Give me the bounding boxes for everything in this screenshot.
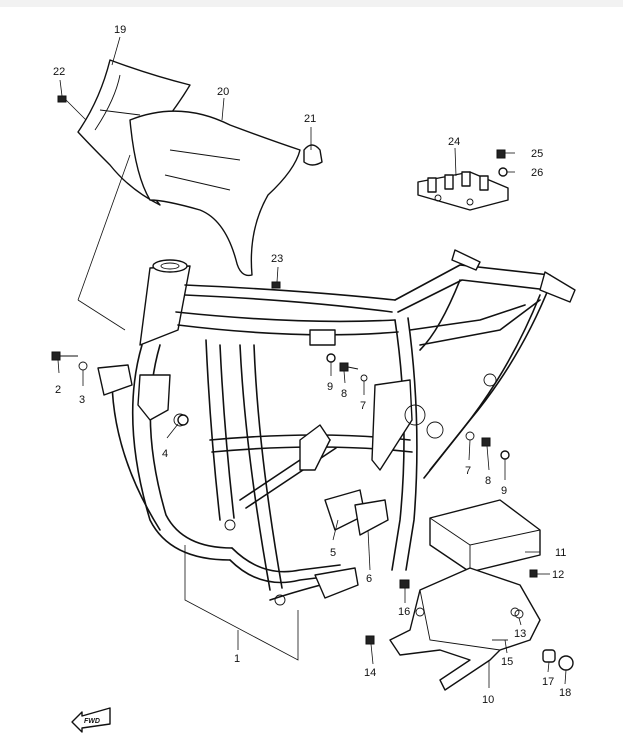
callout-5: 5 xyxy=(330,547,336,559)
callout-10: 10 xyxy=(482,694,494,706)
cover-guide-bottom xyxy=(77,299,126,331)
fwd-label: FWD xyxy=(84,718,100,725)
leader-lines xyxy=(57,36,567,688)
callout-26: 26 xyxy=(531,167,543,179)
callout-19: 19 xyxy=(114,24,126,36)
battery-box-11 xyxy=(429,499,541,573)
callout-11: 11 xyxy=(555,547,566,559)
callout-8b: 8 xyxy=(485,475,491,487)
callout-15: 15 xyxy=(501,656,513,668)
callout-4: 4 xyxy=(162,448,168,460)
fwd-arrow-icon: FWD xyxy=(71,707,111,733)
callout-21: 21 xyxy=(304,113,316,125)
callout-12: 12 xyxy=(552,569,564,581)
callout-16: 16 xyxy=(398,606,410,618)
callout-18: 18 xyxy=(559,687,571,699)
callout-2: 2 xyxy=(55,384,61,396)
callout-6: 6 xyxy=(366,573,372,585)
cover-guide-left xyxy=(77,154,131,301)
main-frame xyxy=(97,249,576,606)
fasteners xyxy=(51,95,574,671)
callout-25: 25 xyxy=(531,148,543,160)
callout-23: 23 xyxy=(271,253,283,265)
callout-1: 1 xyxy=(234,653,240,665)
callout-labels: 1 2 3 4 5 6 7 7 8 8 9 9 10 11 12 13 14 1… xyxy=(53,24,571,706)
callout-13: 13 xyxy=(514,628,526,640)
callout-7a: 7 xyxy=(360,400,366,412)
part1-outline xyxy=(184,545,299,661)
bracket-24 xyxy=(417,171,509,211)
battery-bracket-10 xyxy=(389,567,541,691)
callout-7b: 7 xyxy=(465,465,471,477)
callout-3: 3 xyxy=(79,394,85,406)
callout-8a: 8 xyxy=(341,388,347,400)
callout-22: 22 xyxy=(53,66,65,78)
callout-9b: 9 xyxy=(501,485,507,497)
callout-14: 14 xyxy=(364,667,376,679)
frame-cover-20 xyxy=(129,110,301,277)
callout-17: 17 xyxy=(542,676,554,688)
callout-9a: 9 xyxy=(327,381,333,393)
clip-21 xyxy=(303,144,323,166)
top-strip xyxy=(0,0,623,7)
callout-24: 24 xyxy=(448,136,460,148)
callout-20: 20 xyxy=(217,86,229,98)
